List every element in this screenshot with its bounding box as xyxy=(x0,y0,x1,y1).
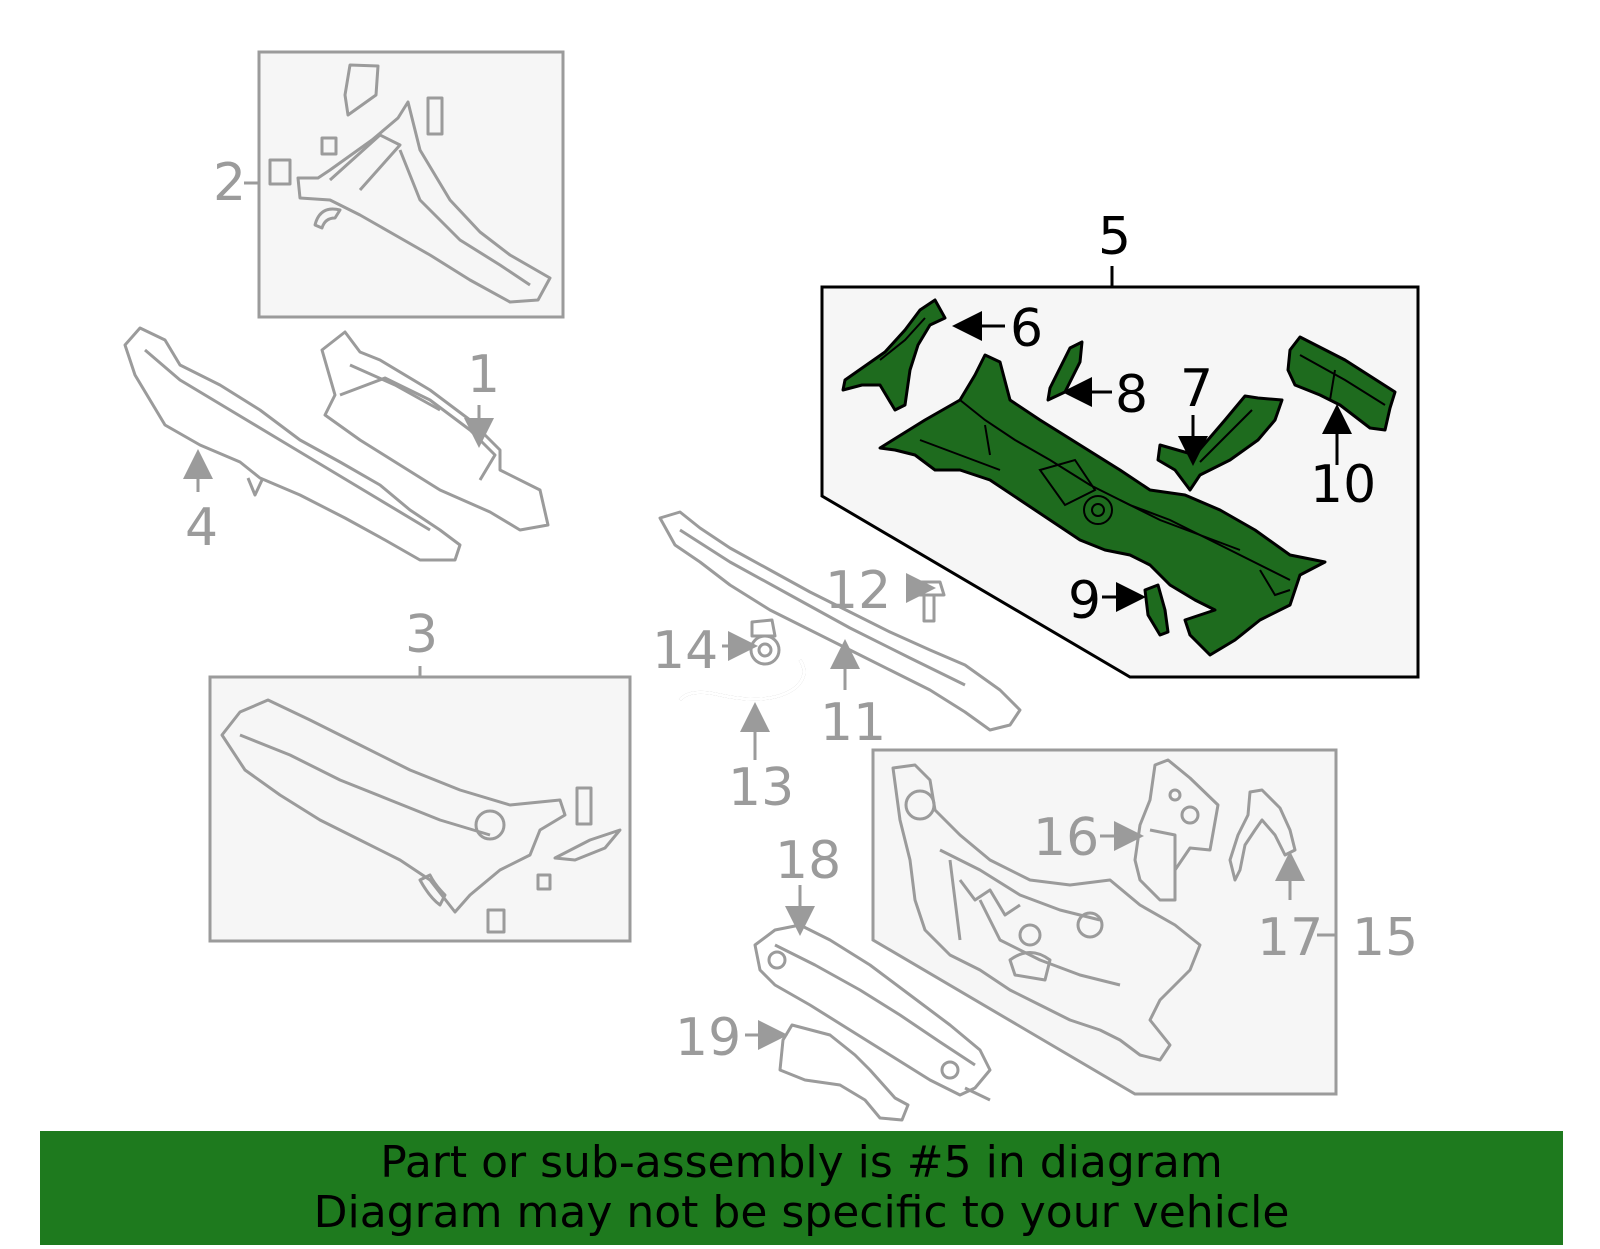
label-14: 14 xyxy=(652,621,718,681)
label-15: 15 xyxy=(1352,908,1418,968)
label-18: 18 xyxy=(775,831,841,891)
part-6-bracket[interactable] xyxy=(841,298,947,412)
label-2: 2 xyxy=(213,153,246,213)
label-10: 10 xyxy=(1310,455,1376,515)
part-15-box xyxy=(871,748,1338,1096)
label-5: 5 xyxy=(1098,207,1131,267)
label-4: 4 xyxy=(185,498,218,558)
label-19: 19 xyxy=(675,1008,741,1068)
part-8-bracket[interactable] xyxy=(1046,340,1084,402)
part-18-crossmember[interactable] xyxy=(753,923,992,1102)
part-2-cowl-top[interactable] xyxy=(268,63,552,304)
part-4-cowl-reinforcement[interactable] xyxy=(123,326,462,562)
part-17-bracket[interactable] xyxy=(1228,788,1297,882)
part-19-bracket[interactable] xyxy=(778,1023,910,1122)
part-9-bracket[interactable] xyxy=(1143,583,1170,637)
banner-line-1: Part or sub-assembly is #5 in diagram xyxy=(380,1137,1223,1188)
part-13-hose[interactable] xyxy=(678,659,806,702)
label-9: 9 xyxy=(1068,571,1101,631)
label-7: 7 xyxy=(1180,359,1213,419)
part-7-bracket[interactable] xyxy=(1156,394,1284,492)
label-11: 11 xyxy=(820,693,886,753)
label-6: 6 xyxy=(1010,299,1043,359)
label-16: 16 xyxy=(1033,808,1099,868)
label-8: 8 xyxy=(1115,365,1148,425)
part-10-panel[interactable] xyxy=(1286,335,1397,432)
info-banner: Part or sub-assembly is #5 in diagram Di… xyxy=(40,1131,1563,1245)
part-15-dash-panel[interactable] xyxy=(891,763,1202,1062)
label-1: 1 xyxy=(467,345,500,405)
part-14-clip[interactable] xyxy=(749,618,781,666)
part-1-cowl-panel[interactable] xyxy=(320,330,550,532)
label-3: 3 xyxy=(405,605,438,665)
part-3-box xyxy=(208,675,632,943)
part-5-dash-panel[interactable] xyxy=(878,353,1327,657)
part-11-dash-reinforcement[interactable] xyxy=(658,510,1022,732)
label-17: 17 xyxy=(1257,908,1323,968)
banner-line-2: Diagram may not be specific to your vehi… xyxy=(313,1187,1290,1238)
label-13: 13 xyxy=(728,758,794,818)
label-12: 12 xyxy=(825,561,891,621)
part-3-cowl-top-lower[interactable] xyxy=(220,698,622,934)
